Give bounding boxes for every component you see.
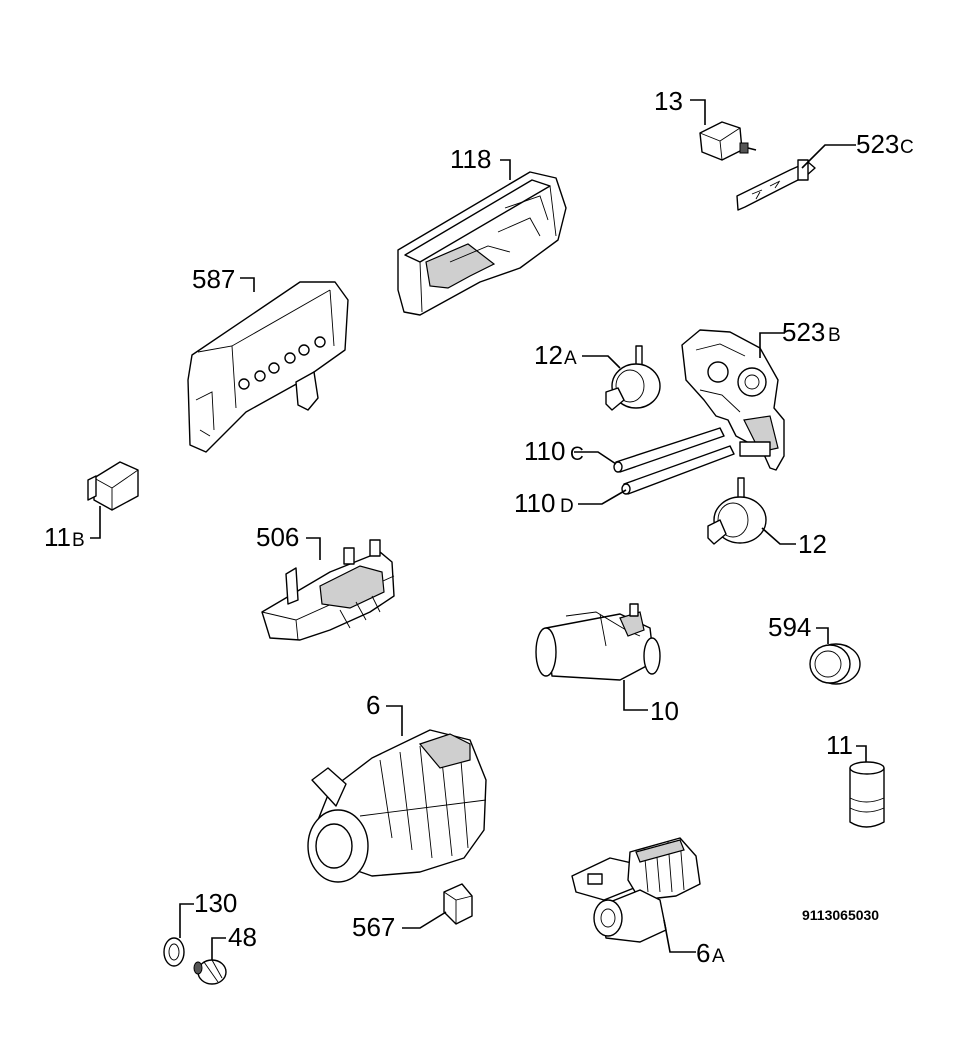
leader-523c [801, 144, 856, 169]
part-110d-tube[interactable] [621, 445, 735, 495]
part-11-capacitor[interactable] [849, 761, 885, 828]
label-6a: 6 [696, 938, 710, 968]
part-6-circulation-pump[interactable] [307, 729, 487, 883]
label-11b: 11 [44, 522, 71, 552]
part-130-seal[interactable] [163, 937, 185, 967]
part-587-module[interactable] [187, 281, 349, 453]
part-13-switch[interactable] [699, 121, 757, 161]
label-48: 48 [228, 922, 257, 952]
part-506-dispenser[interactable] [261, 539, 395, 641]
leader-110d [578, 489, 627, 505]
part-110c-tube[interactable] [613, 427, 725, 473]
leader-118 [500, 159, 511, 180]
leader-10 [623, 680, 648, 711]
part-523b-bracket-assembly[interactable] [681, 329, 785, 471]
leader-587 [240, 277, 255, 292]
label-6: 6 [366, 690, 380, 720]
leader-523b [759, 332, 785, 358]
label-12a-suffix: A [564, 348, 577, 369]
leader-48 [211, 937, 226, 960]
label-523b: 523 [782, 317, 825, 347]
leader-506 [306, 537, 321, 560]
leader-12a [582, 355, 621, 369]
label-110d-suffix: D [560, 496, 574, 517]
leader-11 [856, 745, 867, 762]
label-110d: 110 [514, 488, 555, 518]
part-10-heater[interactable] [535, 603, 661, 681]
leader-11b [90, 506, 101, 539]
label-13: 13 [654, 86, 683, 116]
part-567-clip[interactable] [443, 883, 473, 925]
leader-12 [761, 527, 796, 545]
leader-6a [663, 919, 696, 953]
leader-110c [574, 451, 617, 465]
label-130: 130 [194, 888, 237, 918]
part-12-pressure-switch[interactable] [707, 477, 767, 545]
label-110c: 110 [524, 436, 565, 466]
leader-6 [386, 705, 403, 736]
label-11b-suffix: B [72, 530, 85, 551]
label-12: 12 [798, 529, 827, 559]
label-6a-suffix: A [712, 946, 725, 967]
label-12a: 12 [534, 340, 563, 370]
part-118-control-panel[interactable] [397, 171, 567, 316]
part-523c-bracket[interactable] [736, 159, 816, 211]
label-567: 567 [352, 912, 395, 942]
label-10: 10 [650, 696, 679, 726]
part-11b-relay[interactable] [87, 461, 139, 511]
part-48-knob[interactable] [193, 959, 227, 985]
leader-594 [816, 627, 829, 644]
label-523c: 523 [856, 129, 899, 159]
label-523b-suffix: B [828, 325, 841, 346]
part-6a-drain-pump[interactable] [571, 837, 701, 943]
label-110c-suffix: C [570, 444, 584, 465]
part-594-cap[interactable] [809, 643, 861, 685]
label-587: 587 [192, 264, 235, 294]
leader-13 [690, 99, 706, 125]
diagram-code: 9113065030 [802, 907, 879, 923]
label-523c-suffix: C [900, 137, 914, 158]
label-506: 506 [256, 522, 299, 552]
label-11: 11 [826, 730, 853, 760]
leader-130 [179, 903, 194, 938]
label-594: 594 [768, 612, 811, 642]
part-12a-pressure-switch[interactable] [605, 345, 661, 411]
leader-567 [402, 911, 447, 929]
label-118: 118 [450, 144, 491, 174]
